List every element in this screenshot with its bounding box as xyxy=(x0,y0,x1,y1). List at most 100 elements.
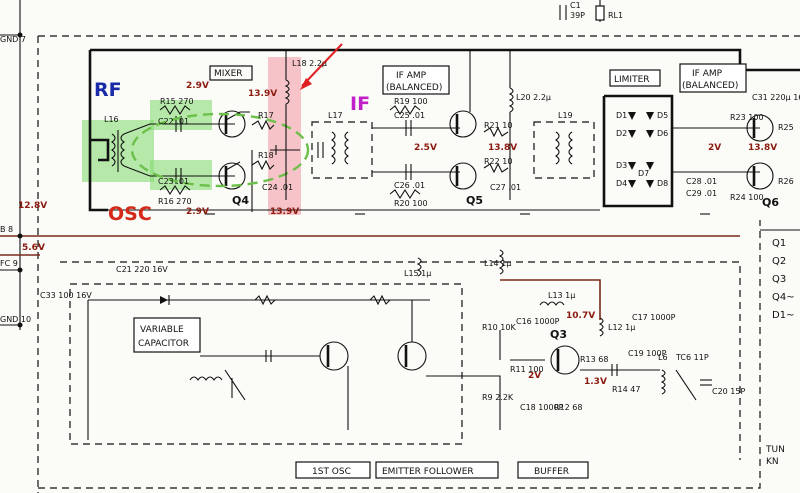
osc-inner-frame xyxy=(69,283,463,445)
r24-label: R24 100 xyxy=(730,193,764,202)
r14-label: R14 47 xyxy=(612,385,640,394)
c27-label: C27 .01 xyxy=(490,183,521,192)
voltage-2-5v: 2.5V xyxy=(414,143,437,153)
d2-label: D2 xyxy=(616,129,627,138)
tc6-label: TC6 11P xyxy=(675,353,709,362)
rf-path-lower xyxy=(123,165,235,177)
emitter-follower-transistor xyxy=(397,341,427,371)
if-output-highlight xyxy=(268,57,301,215)
kn-legend: KN xyxy=(766,457,779,467)
l20-label: L20 2.2µ xyxy=(516,93,551,102)
voltage-13-9v-bottom: 13.9V xyxy=(270,207,299,217)
if-amp-1-sub: (BALANCED) xyxy=(386,83,442,93)
q5-label: Q5 xyxy=(466,194,483,207)
supply-l14-brown xyxy=(500,279,601,320)
voltage-13-8v-a: 13.8V xyxy=(488,143,517,153)
l16-label: L16 xyxy=(104,115,119,124)
buffer-input-line xyxy=(462,375,501,430)
c16-label: C16 1000P xyxy=(516,317,560,326)
q4-upper-transistor xyxy=(218,110,246,138)
c26-label: C26 .01 xyxy=(394,181,425,190)
l12-label: L12 1µ xyxy=(608,323,635,332)
voltage-1-3v: 1.3V xyxy=(584,377,607,387)
l6-label: L6 xyxy=(658,353,668,362)
q4-legend: Q4~ xyxy=(772,292,795,303)
rf-path-upper xyxy=(123,123,235,135)
r23-label: R23 100 xyxy=(730,113,764,122)
osc-section-frame xyxy=(60,261,741,460)
osc-coil xyxy=(189,376,223,381)
r18-label: R18 xyxy=(258,151,274,160)
rl1-label: RL1 xyxy=(608,11,623,20)
if-amp-2-title: IF AMP xyxy=(692,69,723,79)
c23-label: C23 .01 xyxy=(158,177,189,186)
voltage-2-9v-bottom: 2.9V xyxy=(186,207,209,217)
if-section-border-left xyxy=(88,50,108,212)
l15-label: L15 1µ xyxy=(404,269,431,278)
l12-coil xyxy=(598,317,604,337)
d4-label: D4 xyxy=(616,179,627,188)
if-amp-2-sub: (BALANCED) xyxy=(682,81,738,91)
variable-capacitor-line1: VARIABLE xyxy=(140,325,184,335)
c17-label: C17 1000P xyxy=(632,313,676,322)
first-osc-box xyxy=(295,461,371,479)
varicap-diode xyxy=(160,296,168,304)
q1-legend: Q1 xyxy=(772,238,786,249)
l17-coil-b xyxy=(344,131,349,165)
terminal-7 xyxy=(17,32,23,38)
q6-label: Q6 xyxy=(762,196,779,209)
if-label: IF xyxy=(350,93,370,115)
q5-lower-transistor xyxy=(449,162,477,190)
d2-diode xyxy=(628,130,636,138)
q4-label: Q4 xyxy=(232,194,249,207)
l18-coil xyxy=(284,79,290,105)
voltage-2-9v-top: 2.9V xyxy=(186,81,209,91)
r20-resistor xyxy=(389,188,421,200)
d7-diode xyxy=(646,162,654,170)
l16-coil-primary xyxy=(111,133,116,167)
q6-upper-transistor xyxy=(746,114,774,142)
l19-coil-b xyxy=(568,131,573,165)
buffer-label: BUFFER xyxy=(534,467,569,477)
r13-label: R13 68 xyxy=(580,355,608,364)
r10-label: R10 10K xyxy=(482,323,516,332)
l17-label: L17 xyxy=(328,111,343,120)
r9-label: R9 2.2K xyxy=(482,393,514,402)
c25-label: C25 .01 xyxy=(394,111,425,120)
mixer-ellipse xyxy=(130,112,310,188)
mixer-box xyxy=(209,65,253,81)
c21-label: C21 220 16V xyxy=(116,265,168,274)
l18-label: L18 2.2µ xyxy=(292,59,327,68)
voltage-10-7v: 10.7V xyxy=(566,311,595,321)
l19-label: L19 xyxy=(558,111,573,120)
voltage-12-8v: 12.8V xyxy=(18,201,47,211)
voltage-13-8v-b: 13.8V xyxy=(748,143,777,153)
d5-label: D5 xyxy=(657,111,668,120)
r16-resistor xyxy=(159,184,191,196)
emitter-follower-label: EMITTER FOLLOWER xyxy=(382,467,474,477)
q2-legend: Q2 xyxy=(772,256,786,267)
d6-diode xyxy=(646,130,654,138)
voltage-2v: 2V xyxy=(708,143,721,153)
r26-label: R26 xyxy=(778,177,794,186)
c1-label: C1 xyxy=(570,1,581,10)
d7-label: D7 xyxy=(638,169,649,178)
buffer-box xyxy=(517,461,589,479)
mixer-label: MIXER xyxy=(214,69,243,79)
trimmer-cap-arrow xyxy=(224,369,246,401)
q4l-collector xyxy=(225,161,241,171)
l6-coil xyxy=(660,369,666,395)
r20-label: R20 100 xyxy=(394,199,428,208)
d4-diode xyxy=(628,180,636,188)
q4-lower-transistor xyxy=(218,162,246,190)
c19-label: C19 100P xyxy=(628,349,667,358)
c28-label: C28 .01 xyxy=(686,177,717,186)
r17-label: R17 xyxy=(258,111,274,120)
c1b-label: 39P xyxy=(570,11,585,20)
d8-diode xyxy=(646,180,654,188)
b8-label: B 8 xyxy=(0,225,13,234)
d3-label: D3 xyxy=(616,161,627,170)
r21-label: R21 10 xyxy=(484,121,512,130)
